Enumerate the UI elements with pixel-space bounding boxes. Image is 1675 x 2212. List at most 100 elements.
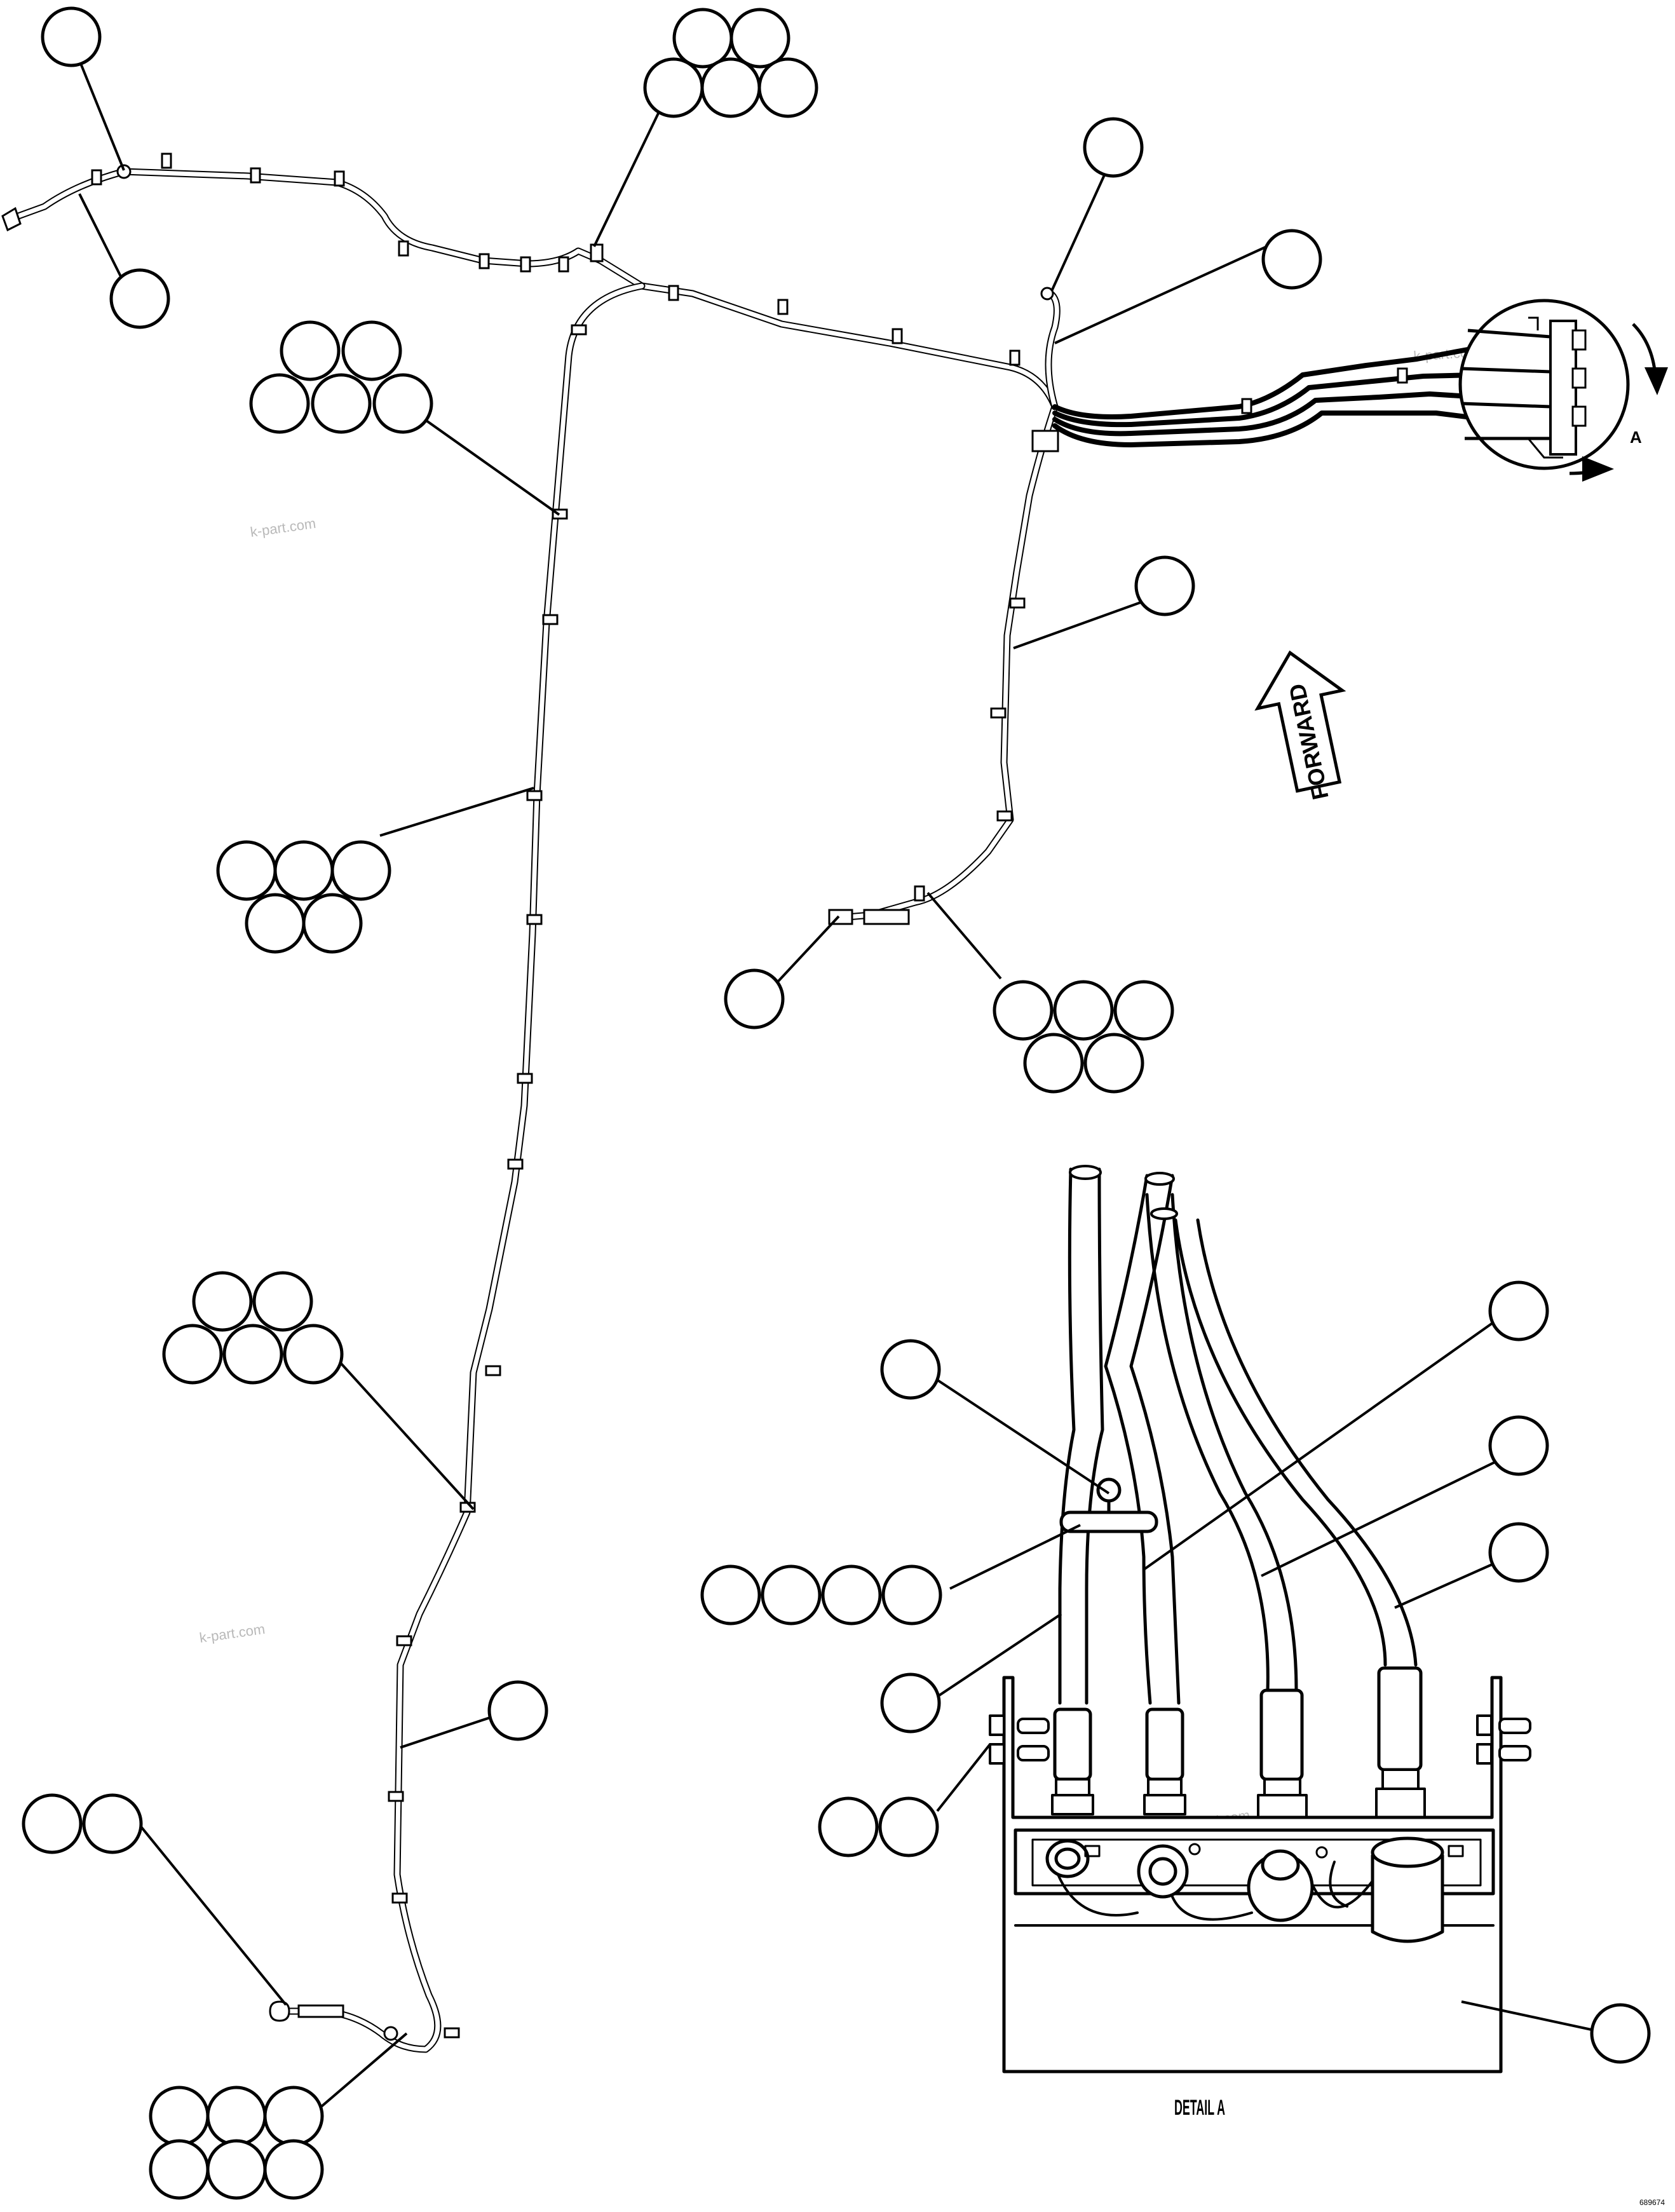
clamp (388, 1791, 404, 1802)
watermark-left-bottom: k-part.com (198, 1621, 266, 1646)
detail-a-valve-block (1549, 320, 1577, 456)
callout-balloon (1488, 1280, 1549, 1341)
fitting-riser-end (1040, 287, 1054, 301)
fitting-upper-left-end (1, 207, 22, 232)
hose-bundle (1052, 328, 1540, 447)
watermark-left-top: k-part.com (249, 515, 316, 540)
clamp (517, 1073, 533, 1084)
callout-balloon (1053, 980, 1114, 1041)
clamp (892, 328, 903, 344)
callout-balloon (162, 1324, 223, 1385)
callout-balloon (109, 268, 170, 329)
callout-balloon (22, 1793, 83, 1854)
fitting-tee-block (1031, 430, 1059, 452)
clamp (526, 790, 543, 801)
clamp (1009, 597, 1026, 609)
clamp (777, 299, 789, 315)
clamp (571, 324, 587, 336)
fitting-lower-left-sleeve (297, 2004, 344, 2018)
callout-balloon (82, 1793, 143, 1854)
clamp (914, 885, 925, 902)
callout-balloon (729, 8, 790, 69)
view-arrow-bottom-head (1582, 456, 1614, 482)
callout-balloon (757, 57, 818, 118)
callout-balloon (643, 57, 704, 118)
callout-balloon (672, 8, 733, 69)
clamp (1241, 398, 1252, 414)
detail-hose-3 (1145, 1193, 1270, 1692)
callout-balloon (1134, 555, 1195, 616)
callout-balloons (22, 6, 1651, 2200)
detail-a-circle (1458, 299, 1630, 470)
callout-balloon (192, 1271, 253, 1332)
callout-balloon (487, 1680, 548, 1741)
detail-a-caption: DETAIL A (1174, 2096, 1225, 2120)
detail-sleeve-4 (1377, 1666, 1423, 1772)
forward-arrow: FORWARD (1254, 650, 1346, 802)
sheet-code: 689674 (1639, 2198, 1665, 2207)
detail-hose-2 (1104, 1174, 1152, 1705)
callout-balloon (1113, 980, 1174, 1041)
hose-right-branch-inner (830, 404, 1057, 921)
callout-balloon (880, 1339, 941, 1400)
callout-balloon (724, 968, 785, 1029)
callout-leaders (78, 60, 1610, 2111)
callout-balloon (280, 320, 341, 381)
callout-balloon (149, 2139, 210, 2200)
fitting-upper-left-swivel (116, 164, 132, 179)
callout-balloon (222, 1324, 283, 1385)
view-arrow-top-head (1644, 367, 1668, 395)
callout-balloon (700, 1564, 761, 1625)
callout-balloon (283, 1324, 344, 1385)
callout-balloon (761, 1564, 822, 1625)
callout-balloon (245, 893, 306, 954)
callout-balloon (1083, 117, 1144, 178)
hose-short-riser-inner (1046, 290, 1059, 409)
callout-balloon (216, 840, 277, 901)
callout-balloon (273, 840, 334, 901)
forward-arrow-shape (1254, 650, 1346, 793)
clamp (507, 1158, 524, 1170)
callout-balloon (700, 57, 761, 118)
callout-balloon (880, 1673, 941, 1734)
clamp (444, 2027, 460, 2039)
clamp (334, 170, 345, 187)
fitting-lower-left-eye (269, 2000, 290, 2022)
clamp (1009, 349, 1021, 366)
callout-balloon (1590, 2003, 1651, 2064)
view-letter-a: A (1630, 428, 1642, 447)
clamp (91, 169, 102, 186)
fitting-lower-left-swivel (383, 2026, 398, 2041)
callout-balloon (206, 2086, 267, 2147)
callout-balloon (881, 1564, 942, 1625)
clamp (398, 240, 409, 257)
callout-balloon (206, 2139, 267, 2200)
hose-upper-left-inner (7, 169, 1057, 409)
callout-balloon (330, 840, 391, 901)
hose-clamps (91, 153, 1491, 2039)
clamp (396, 1635, 412, 1646)
clamp (990, 707, 1007, 719)
callout-balloon (1083, 1033, 1144, 1094)
clamp (1397, 367, 1408, 384)
callout-balloon (249, 373, 310, 434)
callout-balloon (263, 2086, 324, 2147)
callout-balloon (878, 1796, 939, 1857)
fitting-left-junction (590, 243, 604, 262)
end-fittings (1, 164, 1059, 2041)
detail-sleeve-3 (1259, 1688, 1304, 1781)
callout-balloon (993, 980, 1054, 1041)
clamp (542, 614, 559, 625)
hose-left-vertical-inner (277, 283, 644, 2052)
clamp (161, 153, 172, 169)
clamp (996, 810, 1013, 822)
detail-clamp-bolt (1096, 1477, 1122, 1503)
hose-right-branch (829, 403, 1059, 922)
callout-balloon (1261, 229, 1322, 290)
clamp (526, 914, 543, 925)
callout-balloon (1023, 1033, 1084, 1094)
callout-balloon (1488, 1415, 1549, 1476)
callout-balloon (41, 6, 102, 67)
clamp (520, 256, 531, 273)
